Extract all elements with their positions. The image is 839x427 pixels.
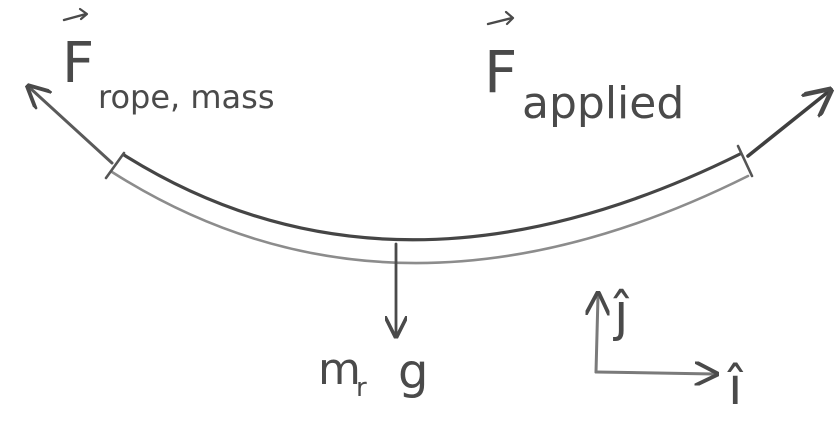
- coordinate-axes: [596, 296, 714, 374]
- rope-top-edge: [122, 152, 742, 242]
- rope-force-subscript: rope, mass: [98, 78, 275, 116]
- rope-right-end-cap: [736, 144, 754, 178]
- rope-force-arrow-shaft: [30, 88, 114, 165]
- weight-mass-symbol: m: [318, 344, 361, 395]
- weight-mass-subscript: r: [356, 373, 367, 403]
- rope-bottom-edge: [110, 170, 750, 265]
- unit-vector-j-label: ĵ: [613, 283, 630, 343]
- j-axis-arrow: [596, 296, 598, 374]
- weight-label: m r g: [318, 344, 428, 403]
- weight-g-symbol: g: [398, 344, 428, 400]
- rope-force-arrow: [30, 88, 114, 165]
- rope-force-symbol: F: [62, 31, 94, 96]
- rope-force-vector-hat-tip: [78, 7, 89, 21]
- applied-force-arrow: [746, 92, 828, 158]
- rope-left-end-cap: [104, 151, 126, 180]
- applied-force-subscript: applied: [522, 78, 684, 129]
- i-axis-arrow: [594, 372, 714, 374]
- applied-force-vector-hat: [486, 16, 514, 26]
- unit-vector-i-label: î: [727, 357, 744, 417]
- rope-force-vector-hat: [62, 12, 88, 22]
- applied-force-label: F applied: [484, 10, 684, 129]
- rope-segment: [104, 144, 754, 265]
- applied-force-arrow-shaft: [746, 92, 828, 158]
- applied-force-vector-hat-tip: [504, 10, 515, 26]
- rope-force-label: F rope, mass: [62, 7, 275, 116]
- applied-force-symbol: F: [484, 38, 517, 106]
